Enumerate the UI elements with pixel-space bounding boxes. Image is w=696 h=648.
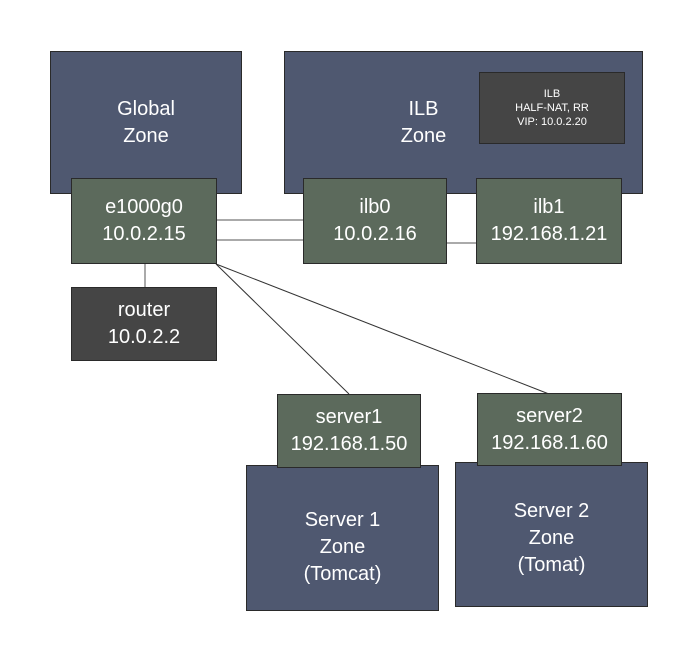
interface-server2-name: server2 xyxy=(516,404,583,427)
interface-server1-name: server1 xyxy=(315,406,383,428)
server2-zone-label-line1: Server 2 xyxy=(513,500,590,522)
link-e1000g0-server2 xyxy=(215,263,550,395)
ilb-config-line2: HALF-NAT, RR xyxy=(515,102,589,114)
ilb-config-line3: VIP: 10.0.2.20 xyxy=(517,116,587,128)
router-box: router 10.0.2.2 xyxy=(71,287,217,361)
ilb-zone-label-line1: ILB xyxy=(408,98,439,120)
interface-server1-ip: 192.168.1.50 xyxy=(290,433,408,455)
interface-ilb0-ip: 10.0.2.16 xyxy=(333,223,417,245)
global-zone: Global Zone xyxy=(50,51,242,194)
link-e1000g0-server1 xyxy=(215,263,350,395)
ilb-config-line1: ILB xyxy=(543,88,561,100)
global-zone-label-line2: Zone xyxy=(123,125,169,147)
interface-e1000g0: e1000g0 10.0.2.15 xyxy=(71,178,217,264)
interface-server2-ip: 192.168.1.60 xyxy=(491,431,608,454)
ilb-config-box: ILB HALF-NAT, RR VIP: 10.0.2.20 xyxy=(479,72,625,144)
interface-ilb0-name: ilb0 xyxy=(359,196,391,218)
server2-zone-label-line3: (Tomat) xyxy=(517,554,586,576)
interface-e1000g0-ip: 10.0.2.15 xyxy=(102,223,186,245)
interface-server2: server2 192.168.1.60 xyxy=(477,393,622,466)
server2-zone-label-line2: Zone xyxy=(528,527,575,549)
interface-e1000g0-name: e1000g0 xyxy=(105,196,183,218)
interface-ilb0: ilb0 10.0.2.16 xyxy=(303,178,447,264)
server1-zone: Server 1 Zone (Tomcat) xyxy=(246,465,439,611)
interface-server1: server1 192.168.1.50 xyxy=(277,394,421,468)
interface-ilb1: ilb1 192.168.1.21 xyxy=(476,178,622,264)
router-name: router xyxy=(117,299,171,321)
ilb-zone-label-line2: Zone xyxy=(400,125,447,147)
server2-zone: Server 2 Zone (Tomat) xyxy=(455,462,648,607)
server1-zone-label-line3: (Tomcat) xyxy=(303,562,382,585)
server1-zone-label-line1: Server 1 xyxy=(304,508,381,531)
interface-ilb1-ip: 192.168.1.21 xyxy=(490,223,608,245)
interface-ilb1-name: ilb1 xyxy=(533,196,565,218)
server1-zone-label-line2: Zone xyxy=(319,535,366,558)
router-ip: 10.0.2.2 xyxy=(107,326,181,348)
global-zone-label-line1: Global xyxy=(117,98,175,120)
